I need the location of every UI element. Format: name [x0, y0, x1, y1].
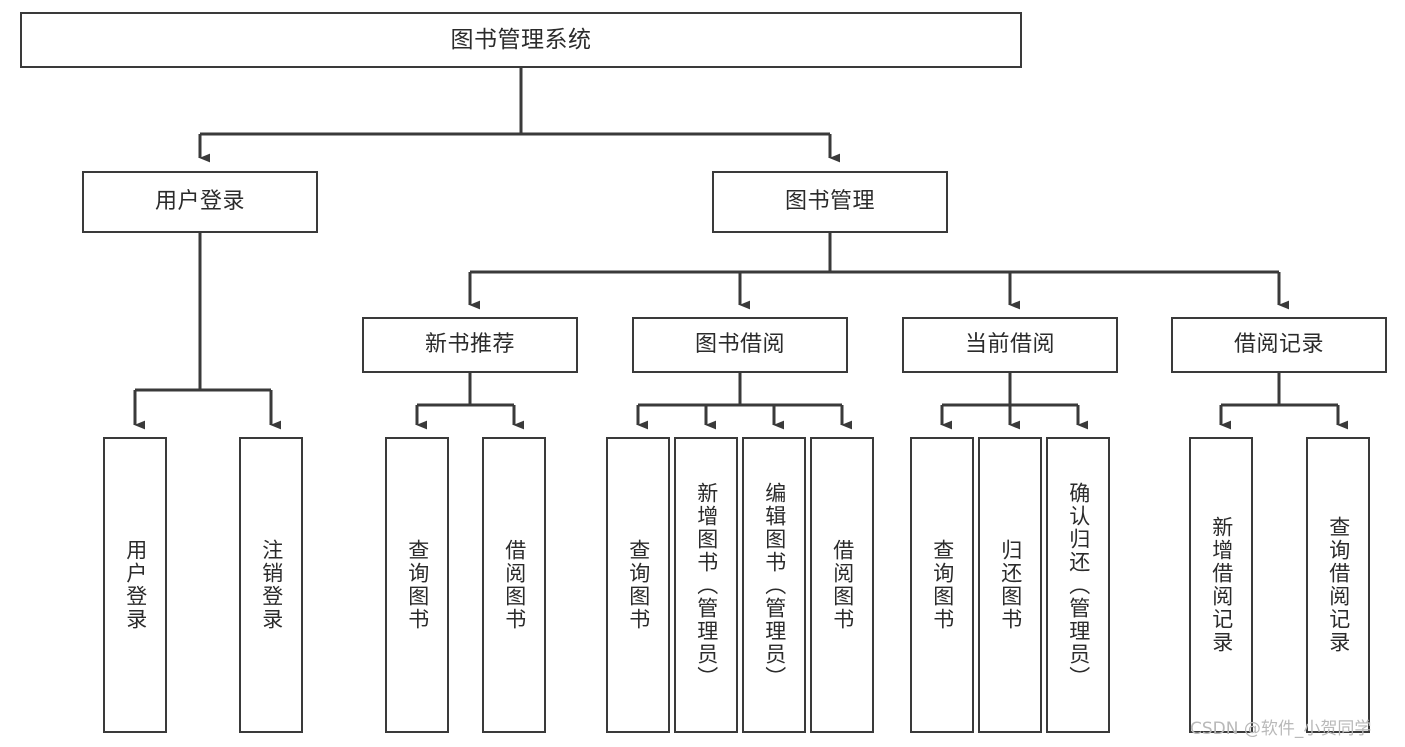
node-current-borrow[interactable]: 当前借阅 — [902, 317, 1118, 373]
node-leaf-borrow-query[interactable]: 查询图书 — [606, 437, 670, 733]
node-new-book-rec[interactable]: 新书推荐 — [362, 317, 578, 373]
node-book-manage[interactable]: 图书管理 — [712, 171, 948, 233]
node-leaf-cur-confirm[interactable]: 确认归还（管理员） — [1046, 437, 1110, 733]
node-user-login-label: 用户登录 — [154, 189, 245, 215]
node-leaf-cur-confirm-label: 确认归还（管理员） — [1066, 481, 1091, 689]
node-leaf-borrow-take[interactable]: 借阅图书 — [810, 437, 874, 733]
node-book-borrow-label: 图书借阅 — [694, 332, 785, 358]
node-leaf-cur-query[interactable]: 查询图书 — [910, 437, 974, 733]
node-leaf-cur-return-label: 归还图书 — [998, 539, 1023, 631]
node-leaf-rec-add[interactable]: 新增借阅记录 — [1189, 437, 1253, 733]
node-leaf-borrow-add[interactable]: 新增图书（管理员） — [674, 437, 738, 733]
node-book-borrow[interactable]: 图书借阅 — [632, 317, 848, 373]
node-user-login[interactable]: 用户登录 — [82, 171, 318, 233]
node-book-manage-label: 图书管理 — [784, 189, 875, 215]
node-leaf-borrow-query-label: 查询图书 — [626, 539, 651, 631]
node-leaf-cur-query-label: 查询图书 — [930, 539, 955, 631]
node-leaf-user-logout[interactable]: 注销登录 — [239, 437, 303, 733]
node-leaf-rec-add-label: 新增借阅记录 — [1209, 516, 1234, 654]
node-leaf-borrow-edit[interactable]: 编辑图书（管理员） — [742, 437, 806, 733]
node-leaf-borrow-add-label: 新增图书（管理员） — [694, 481, 719, 689]
node-leaf-rec-borrow[interactable]: 借阅图书 — [482, 437, 546, 733]
node-borrow-record-label: 借阅记录 — [1233, 332, 1324, 358]
node-borrow-record[interactable]: 借阅记录 — [1171, 317, 1387, 373]
node-new-book-rec-label: 新书推荐 — [424, 332, 515, 358]
node-leaf-rec-search-label: 查询借阅记录 — [1326, 516, 1351, 654]
node-leaf-rec-query-label: 查询图书 — [405, 539, 430, 631]
node-root-label: 图书管理系统 — [450, 26, 592, 53]
node-leaf-cur-return[interactable]: 归还图书 — [978, 437, 1042, 733]
node-root[interactable]: 图书管理系统 — [20, 12, 1022, 68]
node-leaf-user-login[interactable]: 用户登录 — [103, 437, 167, 733]
node-leaf-borrow-edit-label: 编辑图书（管理员） — [762, 481, 787, 689]
node-leaf-user-login-label: 用户登录 — [123, 539, 148, 631]
node-current-borrow-label: 当前借阅 — [964, 332, 1055, 358]
watermark-text: CSDN @软件_小贺同学 — [1190, 719, 1372, 739]
node-leaf-rec-borrow-label: 借阅图书 — [502, 539, 527, 631]
node-leaf-rec-search[interactable]: 查询借阅记录 — [1306, 437, 1370, 733]
node-leaf-rec-query[interactable]: 查询图书 — [385, 437, 449, 733]
node-leaf-borrow-take-label: 借阅图书 — [830, 539, 855, 631]
node-leaf-user-logout-label: 注销登录 — [259, 539, 284, 631]
